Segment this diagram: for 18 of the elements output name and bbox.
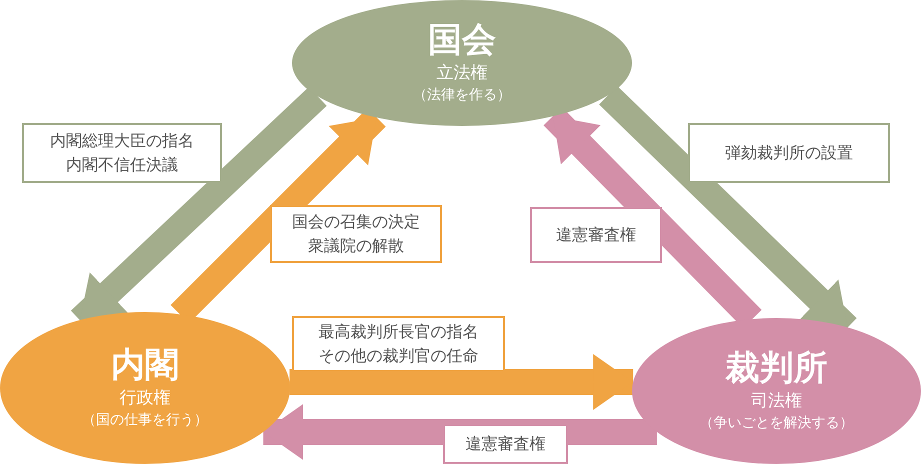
edge-label: 内閣総理大臣の指名内閣不信任決議	[22, 123, 222, 183]
edge-label: 国会の召集の決定衆議院の解散	[270, 205, 442, 263]
role-note: （法律を作る）	[413, 86, 511, 106]
edge-label: 弾劾裁判所の設置	[688, 123, 890, 183]
role-note: （国の仕事を行う）	[82, 411, 208, 430]
power-name: 司法権	[751, 390, 802, 413]
arrow	[290, 354, 634, 410]
edge-label: 最高裁判所長官の指名その他の裁判官の任命	[292, 316, 505, 372]
arrow	[263, 404, 657, 460]
role-note: （争いごとを解決する）	[700, 414, 854, 434]
edge-label: 違憲審査権	[443, 424, 568, 464]
branch-ellipse	[0, 312, 290, 464]
power-name: 立法権	[436, 62, 488, 85]
branch-title: 裁判所	[726, 348, 828, 389]
branch-title: 内閣	[111, 345, 179, 386]
power-name: 行政権	[120, 386, 170, 410]
branch-title: 国会	[428, 20, 496, 61]
edge-label: 違憲審査権	[530, 207, 662, 263]
